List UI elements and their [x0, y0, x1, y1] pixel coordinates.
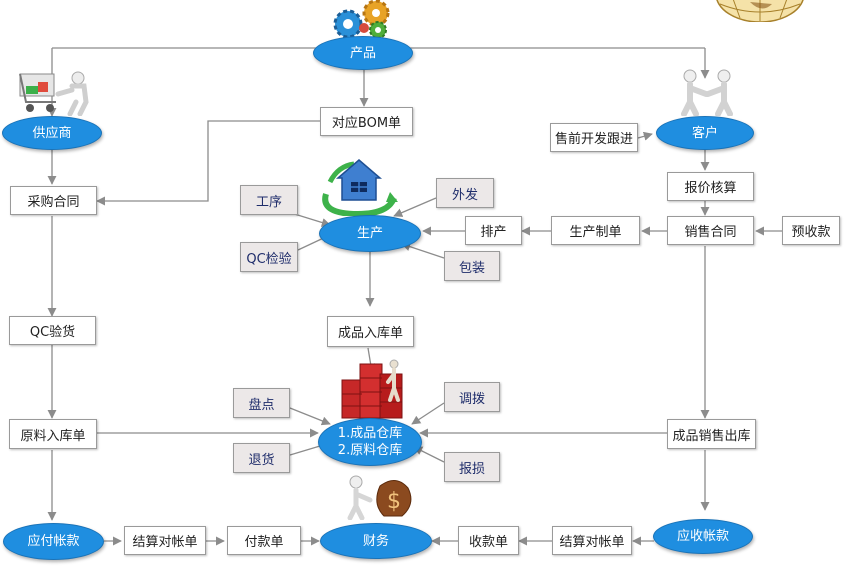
transfer-box: 调拨 — [444, 382, 500, 412]
gears-icon — [333, 0, 390, 39]
qc-inspection-box: QC检验 — [240, 242, 298, 272]
payable-label: 应付帐款 — [27, 534, 80, 549]
house-cycle-icon — [322, 159, 398, 216]
production-order-box: 生产制单 — [551, 216, 640, 245]
supplier-node: 供应商 — [2, 116, 102, 150]
outsourcing-box: 外发 — [436, 178, 494, 208]
shopping-cart-icon — [19, 71, 89, 116]
payable-node: 应付帐款 — [3, 523, 104, 560]
supplier-label: 供应商 — [32, 125, 72, 141]
finance-node: 财务 — [320, 523, 432, 559]
qc-receipt-box: QC验货 — [9, 316, 96, 345]
receivable-node: 应收帐款 — [653, 519, 753, 554]
cabinet-icon — [341, 359, 403, 419]
warehouse-node: 1.成品仓库 2.原料仓库 — [318, 418, 422, 466]
receivable-label: 应收帐款 — [676, 529, 729, 544]
process-box: 工序 — [240, 185, 298, 215]
scrap-box: 报损 — [444, 452, 500, 482]
customer-label: 客户 — [691, 125, 718, 141]
payment-slip-box: 付款单 — [227, 526, 301, 555]
finished-outbound-box: 成品销售出库 — [667, 419, 756, 449]
packaging-box: 包装 — [444, 251, 500, 281]
warehouse-line-2: 2.原料仓库 — [337, 443, 403, 458]
stocktake-box: 盘点 — [233, 388, 290, 418]
raw-inbound-box: 原料入库单 — [9, 419, 97, 449]
globe-icon — [716, 0, 804, 22]
customer-node: 客户 — [656, 116, 754, 150]
return-box: 退货 — [233, 443, 290, 473]
settle-receivable-box: 结算对帐单 — [552, 526, 632, 555]
scheduling-box: 排产 — [465, 216, 522, 245]
edge-bom-purchase — [96, 120, 320, 206]
quote-box: 报价核算 — [667, 172, 754, 201]
prepayment-box: 预收款 — [782, 216, 840, 245]
product-label: 产品 — [349, 45, 376, 61]
bom-box: 对应BOM单 — [320, 107, 413, 136]
edge-outsourcing-production — [393, 197, 437, 217]
purchase-contract-box: 采购合同 — [10, 186, 97, 215]
finished-inbound-box: 成品入库单 — [327, 316, 414, 347]
edge-packaging-production — [401, 242, 445, 259]
svg-text:$: $ — [387, 489, 401, 514]
handshake-icon — [681, 69, 733, 116]
sales-contract-box: 销售合同 — [667, 216, 754, 245]
edge-transfer-warehouse — [411, 402, 445, 425]
finance-label: 财务 — [362, 533, 389, 549]
receipt-slip-box: 收款单 — [458, 526, 519, 555]
settle-payable-box: 结算对帐单 — [124, 526, 206, 555]
warehouse-line-1: 1.成品仓库 — [337, 426, 403, 441]
money-bag-icon: $ — [347, 475, 412, 520]
product-node: 产品 — [313, 36, 413, 70]
edge-presale-customer — [637, 131, 653, 141]
production-label: 生产 — [356, 226, 383, 241]
production-node: 生产 — [319, 215, 421, 252]
edge-stocktake-warehouse — [289, 407, 331, 426]
presale-followup-box: 售前开发跟进 — [550, 123, 638, 152]
